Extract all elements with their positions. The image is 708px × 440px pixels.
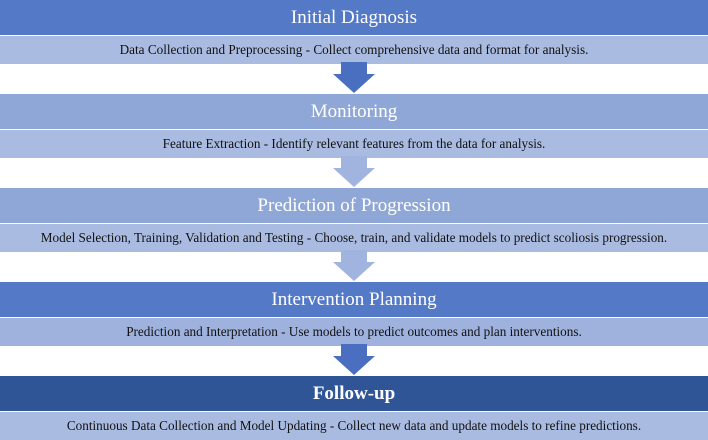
stage-monitoring: Monitoring Feature Extraction - Identify… xyxy=(0,94,708,158)
down-arrow-icon xyxy=(333,344,375,375)
stage-prediction-of-progression: Prediction of Progression Model Selectio… xyxy=(0,188,708,252)
stage-description: Data Collection and Preprocessing - Coll… xyxy=(0,35,708,64)
stage-follow-up: Follow-up Continuous Data Collection and… xyxy=(0,376,708,440)
stage-description: Feature Extraction - Identify relevant f… xyxy=(0,129,708,158)
stage-title: Initial Diagnosis xyxy=(0,0,708,35)
down-arrow-icon xyxy=(333,156,375,187)
stage-title: Intervention Planning xyxy=(0,282,708,317)
down-arrow-icon xyxy=(333,250,375,281)
stage-title: Prediction of Progression xyxy=(0,188,708,223)
stage-description: Continuous Data Collection and Model Upd… xyxy=(0,411,708,440)
stage-title: Monitoring xyxy=(0,94,708,129)
stage-description: Prediction and Interpretation - Use mode… xyxy=(0,317,708,346)
down-arrow-icon xyxy=(333,62,375,93)
stage-intervention-planning: Intervention Planning Prediction and Int… xyxy=(0,282,708,346)
stage-title: Follow-up xyxy=(0,376,708,411)
stage-description: Model Selection, Training, Validation an… xyxy=(0,223,708,252)
stage-initial-diagnosis: Initial Diagnosis Data Collection and Pr… xyxy=(0,0,708,64)
